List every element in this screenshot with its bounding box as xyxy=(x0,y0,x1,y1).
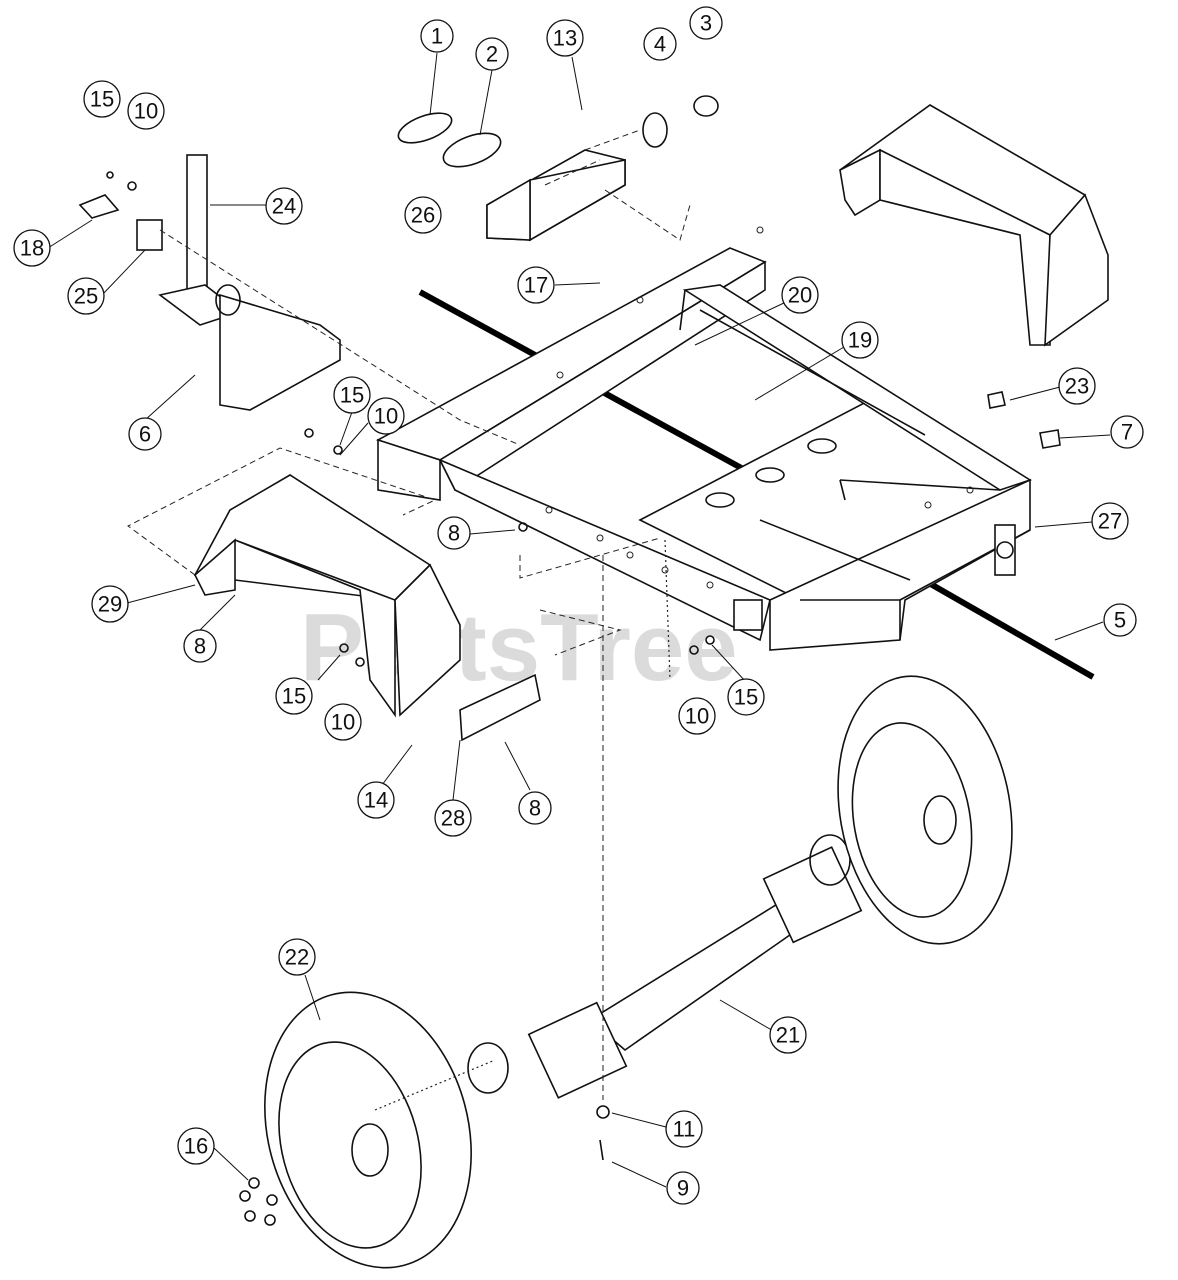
callout-13: 13 xyxy=(546,19,584,57)
tail-box xyxy=(215,284,341,411)
support-plate xyxy=(459,673,541,742)
svg-text:4: 4 xyxy=(654,32,666,57)
callout-10-low: 10 xyxy=(324,703,362,741)
callout-1: 1 xyxy=(420,19,454,53)
callout-2: 2 xyxy=(475,37,509,71)
svg-text:15: 15 xyxy=(282,684,306,709)
svg-text:21: 21 xyxy=(776,1023,800,1048)
left-fender xyxy=(193,474,461,718)
lens-1 xyxy=(397,112,453,144)
svg-text:17: 17 xyxy=(524,273,548,298)
axle xyxy=(467,834,863,1099)
lug-nuts xyxy=(239,1177,278,1226)
svg-text:10: 10 xyxy=(134,99,158,124)
svg-text:16: 16 xyxy=(184,1134,208,1159)
svg-text:10: 10 xyxy=(374,404,398,429)
svg-text:15: 15 xyxy=(90,87,114,112)
svg-text:18: 18 xyxy=(20,236,44,261)
callout-8-low: 8 xyxy=(518,791,552,825)
svg-text:25: 25 xyxy=(74,284,98,309)
callout-23: 23 xyxy=(1058,367,1096,405)
callout-4: 4 xyxy=(643,27,677,61)
svg-text:24: 24 xyxy=(272,194,296,219)
leader-lines xyxy=(47,52,1111,1188)
clip-23 xyxy=(987,391,1006,409)
lens-2 xyxy=(442,132,502,168)
callout-24: 24 xyxy=(265,187,303,225)
svg-text:23: 23 xyxy=(1065,374,1089,399)
callout-9: 9 xyxy=(666,1171,700,1205)
callout-27: 27 xyxy=(1091,502,1129,540)
svg-text:8: 8 xyxy=(529,796,541,821)
callout-15-low: 15 xyxy=(275,677,313,715)
wheel-left xyxy=(264,991,472,1269)
svg-text:22: 22 xyxy=(285,945,309,970)
svg-text:14: 14 xyxy=(364,788,388,813)
svg-text:28: 28 xyxy=(441,806,465,831)
svg-text:1: 1 xyxy=(431,24,443,49)
svg-text:8: 8 xyxy=(448,521,460,546)
trailer-frame xyxy=(375,226,1032,651)
callout-17: 17 xyxy=(517,266,555,304)
svg-text:6: 6 xyxy=(139,422,151,447)
callout-20: 20 xyxy=(781,276,819,314)
svg-text:13: 13 xyxy=(553,26,577,51)
callout-21: 21 xyxy=(769,1016,807,1054)
wheel-right xyxy=(837,675,1013,945)
grommet xyxy=(642,112,668,148)
svg-text:10: 10 xyxy=(331,710,355,735)
callout-10-top: 10 xyxy=(127,92,165,130)
svg-text:15: 15 xyxy=(340,383,364,408)
callout-28: 28 xyxy=(434,799,472,837)
callout-10-mid: 10 xyxy=(367,397,405,435)
svg-text:29: 29 xyxy=(98,592,122,617)
callout-22: 22 xyxy=(278,938,316,976)
callout-15-top: 15 xyxy=(83,80,121,118)
svg-text:15: 15 xyxy=(734,685,758,710)
light-cap xyxy=(693,95,719,117)
callout-10-right: 10 xyxy=(678,697,716,735)
callout-18: 18 xyxy=(13,229,51,267)
svg-text:8: 8 xyxy=(194,634,206,659)
svg-text:3: 3 xyxy=(700,11,712,36)
callout-15-mid: 15 xyxy=(333,376,371,414)
svg-text:5: 5 xyxy=(1114,608,1126,633)
svg-text:19: 19 xyxy=(848,328,872,353)
svg-text:11: 11 xyxy=(673,1117,696,1142)
svg-text:20: 20 xyxy=(788,283,812,308)
callout-7: 7 xyxy=(1110,415,1144,449)
callout-26: 26 xyxy=(404,196,442,234)
callout-15-right: 15 xyxy=(727,678,765,716)
callout-16: 16 xyxy=(177,1127,215,1165)
washer-11 xyxy=(596,1105,610,1119)
pin-9 xyxy=(599,1139,604,1161)
callout-5: 5 xyxy=(1103,603,1137,637)
right-fender xyxy=(839,104,1109,347)
callout-3: 3 xyxy=(689,6,723,40)
svg-text:26: 26 xyxy=(411,203,435,228)
callout-29: 29 xyxy=(91,585,129,623)
svg-text:2: 2 xyxy=(486,42,498,67)
callout-6: 6 xyxy=(128,417,162,451)
svg-text:10: 10 xyxy=(685,704,709,729)
svg-text:27: 27 xyxy=(1098,509,1122,534)
callout-19: 19 xyxy=(841,321,879,359)
clip-7 xyxy=(1039,429,1061,449)
svg-text:9: 9 xyxy=(677,1176,689,1201)
svg-text:7: 7 xyxy=(1121,420,1133,445)
callout-25: 25 xyxy=(67,277,105,315)
callout-11: 11 xyxy=(665,1110,703,1148)
light-box xyxy=(486,149,626,242)
callout-14: 14 xyxy=(357,781,395,819)
callout-8-mid: 8 xyxy=(437,516,471,550)
callout-8-left: 8 xyxy=(183,629,217,663)
